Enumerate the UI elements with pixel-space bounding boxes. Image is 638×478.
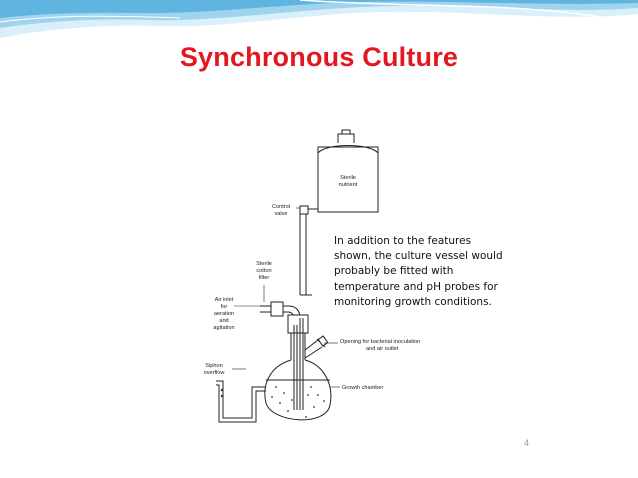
label-filter-2: cotton — [256, 268, 271, 274]
label-air-inlet: Air inlet — [215, 297, 234, 303]
label-control-valve: Control — [272, 204, 290, 210]
label-filter-3: filter — [259, 275, 270, 281]
control-valve — [299, 205, 309, 215]
label-opening: Opening for bacterial inoculation — [340, 339, 420, 345]
nutrient-bottle — [317, 146, 379, 213]
label-air-inlet-2: for — [221, 304, 228, 310]
label-siphon-2: overflow — [204, 370, 226, 376]
label-air-inlet-4: and — [219, 318, 228, 324]
label-sterile-nutrient-2: nutrient — [339, 182, 358, 188]
label-sterile-nutrient: Sterile — [340, 175, 356, 181]
label-air-inlet-3: aeration — [214, 311, 234, 317]
label-growth-chamber: Growth chamber — [342, 385, 383, 391]
stopper — [287, 314, 309, 334]
header-wave-banner — [0, 0, 638, 38]
label-opening-2: and air outlet — [366, 346, 399, 352]
label-air-inlet-5: agitation — [213, 325, 234, 331]
cotton-filter — [270, 301, 284, 317]
slide-title: Synchronous Culture — [179, 42, 459, 72]
label-filter: Sterile — [256, 261, 272, 267]
label-siphon: Siphon — [205, 363, 222, 369]
synchronous-culture-apparatus-diagram: Sterile nutrient Control valve Sterile c… — [204, 129, 420, 423]
caption-note: In addition to the features shown, the c… — [334, 235, 503, 308]
page-number: 4 — [524, 438, 530, 448]
growth-chamber-flask — [264, 359, 332, 421]
label-control-valve-2: valve — [274, 211, 287, 217]
